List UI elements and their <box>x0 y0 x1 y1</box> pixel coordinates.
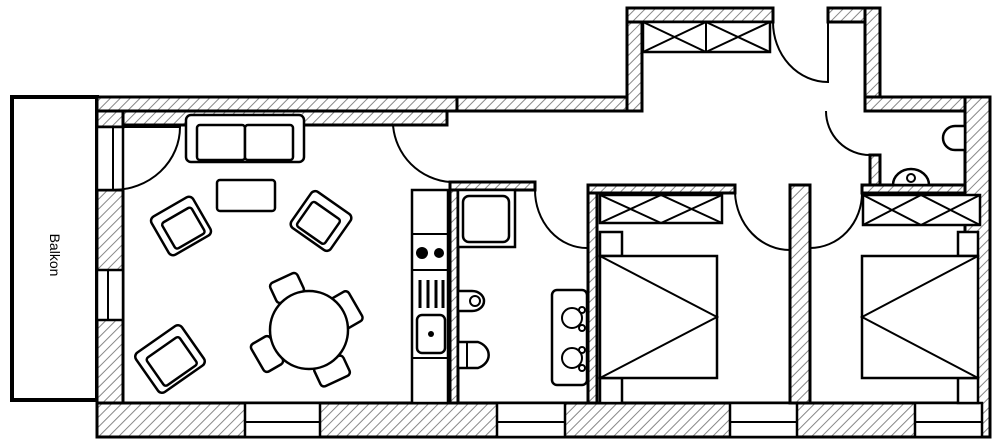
double-bed <box>859 254 980 380</box>
door-swing <box>112 126 182 191</box>
wardrobe <box>861 193 982 227</box>
skylight-window <box>641 20 772 54</box>
bidet <box>456 289 486 313</box>
door-swing <box>772 21 829 84</box>
nightstand <box>598 230 624 258</box>
sofa <box>184 113 306 164</box>
washbasin <box>561 306 586 332</box>
toilet <box>941 124 967 152</box>
toilet <box>456 340 490 370</box>
dining-table <box>249 271 364 388</box>
doors <box>112 21 871 252</box>
armchair <box>149 195 213 257</box>
door-swing <box>392 124 451 183</box>
window <box>913 401 984 439</box>
wc-fixtures <box>891 124 967 187</box>
stove-burner <box>416 247 428 259</box>
armchair <box>134 323 206 395</box>
washbasin <box>561 346 586 372</box>
stove-burner <box>434 248 444 258</box>
nightstand <box>956 230 980 258</box>
nightstand <box>956 376 980 405</box>
door-swing <box>534 189 589 250</box>
balcony-label: Balkon <box>47 234 63 277</box>
door-swing <box>825 110 871 156</box>
bedroom-1 <box>598 193 724 405</box>
double-bed <box>598 254 720 380</box>
door-swing <box>734 192 791 252</box>
windows <box>95 20 984 439</box>
window <box>95 268 125 322</box>
living-room-furniture <box>134 113 364 395</box>
window <box>95 125 125 192</box>
double-vanity <box>550 288 589 387</box>
window <box>495 401 567 439</box>
bedroom-2 <box>859 193 982 405</box>
nightstand <box>598 376 624 405</box>
wardrobe <box>598 193 724 225</box>
armchair <box>289 189 353 253</box>
balcony: Balkon <box>10 95 99 402</box>
kitchen-counter <box>410 188 450 405</box>
washbasin <box>891 167 931 187</box>
bathroom-fixtures <box>456 188 589 387</box>
coffee-table <box>215 178 277 213</box>
window <box>243 401 322 439</box>
door-swing <box>809 192 863 249</box>
window <box>728 401 799 439</box>
